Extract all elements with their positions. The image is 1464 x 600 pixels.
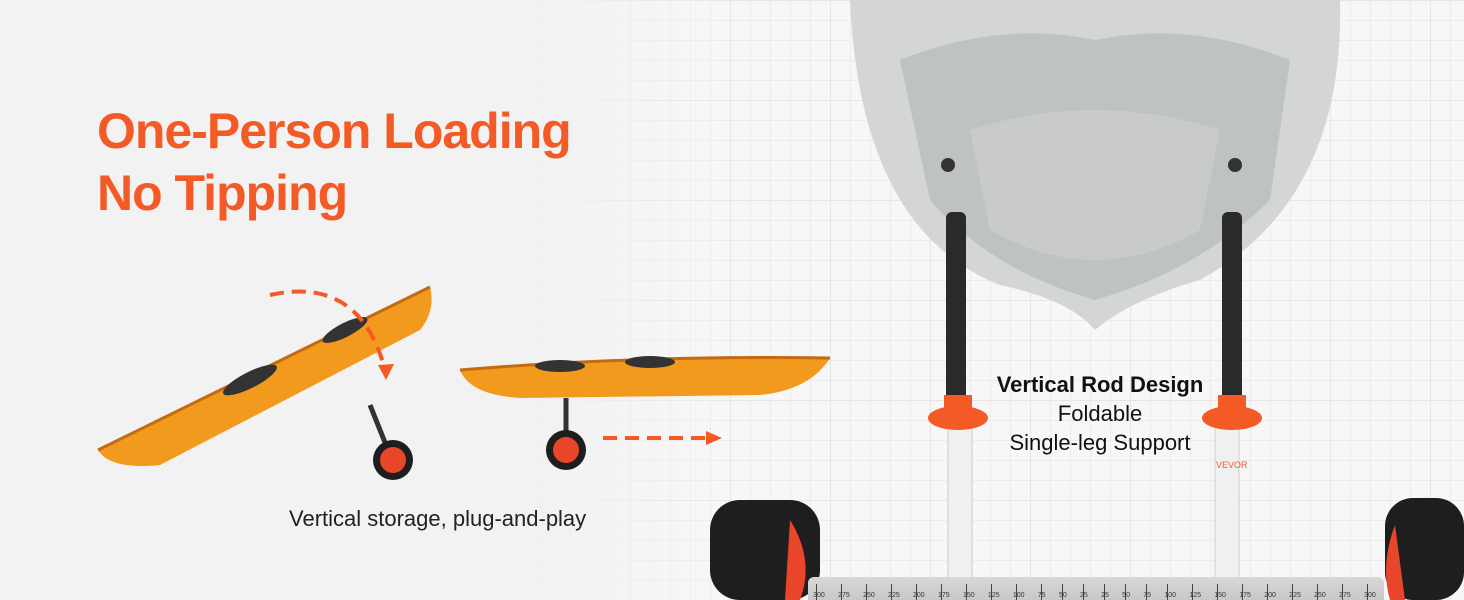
ruler-tick: 75: [1038, 584, 1046, 600]
ruler-tick: 300: [813, 584, 825, 600]
kayak-hull-image: [850, 0, 1341, 330]
ruler-tick: 250: [1314, 584, 1326, 600]
move-arrow-icon: [603, 431, 722, 445]
headline-line-1: One-Person Loading: [97, 103, 572, 159]
kayak-flat-image: [459, 356, 831, 470]
brand-mark: VEVOR: [1216, 460, 1248, 470]
ruler-tick: 50: [1122, 584, 1130, 600]
storage-caption: Vertical storage, plug-and-play: [289, 506, 587, 531]
ruler-tick: 200: [1264, 584, 1276, 600]
ruler-tick: 200: [913, 584, 925, 600]
vertical-rods: [928, 212, 1262, 581]
ruler-tick: 25: [1101, 584, 1109, 600]
ruler-tick: 150: [1214, 584, 1226, 600]
ruler-tick: 125: [1189, 584, 1201, 600]
feature-title: Vertical Rod Design: [996, 372, 1204, 397]
ruler-tick: 175: [938, 584, 950, 600]
ruler-tick: 75: [1143, 584, 1151, 600]
headline: One-Person Loading No Tipping: [97, 100, 572, 224]
feature-line-1: Foldable: [1057, 401, 1143, 426]
ruler-tick: 100: [1013, 584, 1025, 600]
ruler-tick: 175: [1239, 584, 1251, 600]
ruler-tick: 225: [1289, 584, 1301, 600]
ruler-tick: 300: [1364, 584, 1376, 600]
ruler-tick: 225: [888, 584, 900, 600]
cart-ruler: 300 275 250 225 200 175 150 125 100 75 50 25 25 50 75 1…: [808, 577, 1384, 600]
ruler-tick: 250: [863, 584, 875, 600]
ruler-tick: 275: [1339, 584, 1351, 600]
cart-wheels: [710, 498, 1464, 600]
feature-line-2: Single-leg Support: [1009, 430, 1191, 455]
wheel-tilted-image: [367, 404, 413, 480]
kayak-tilted-image: [97, 285, 432, 466]
ruler-tick: 100: [1164, 584, 1176, 600]
rotate-arrow-icon: [269, 289, 387, 371]
ruler-tick: 50: [1059, 584, 1067, 600]
headline-line-2: No Tipping: [97, 165, 348, 221]
ruler-tick: 275: [838, 584, 850, 600]
ruler-tick: 150: [963, 584, 975, 600]
feature-callout: Vertical Rod Design Foldable Single-leg …: [985, 370, 1215, 457]
ruler-tick: 125: [988, 584, 1000, 600]
ruler-tick: 25: [1080, 584, 1088, 600]
